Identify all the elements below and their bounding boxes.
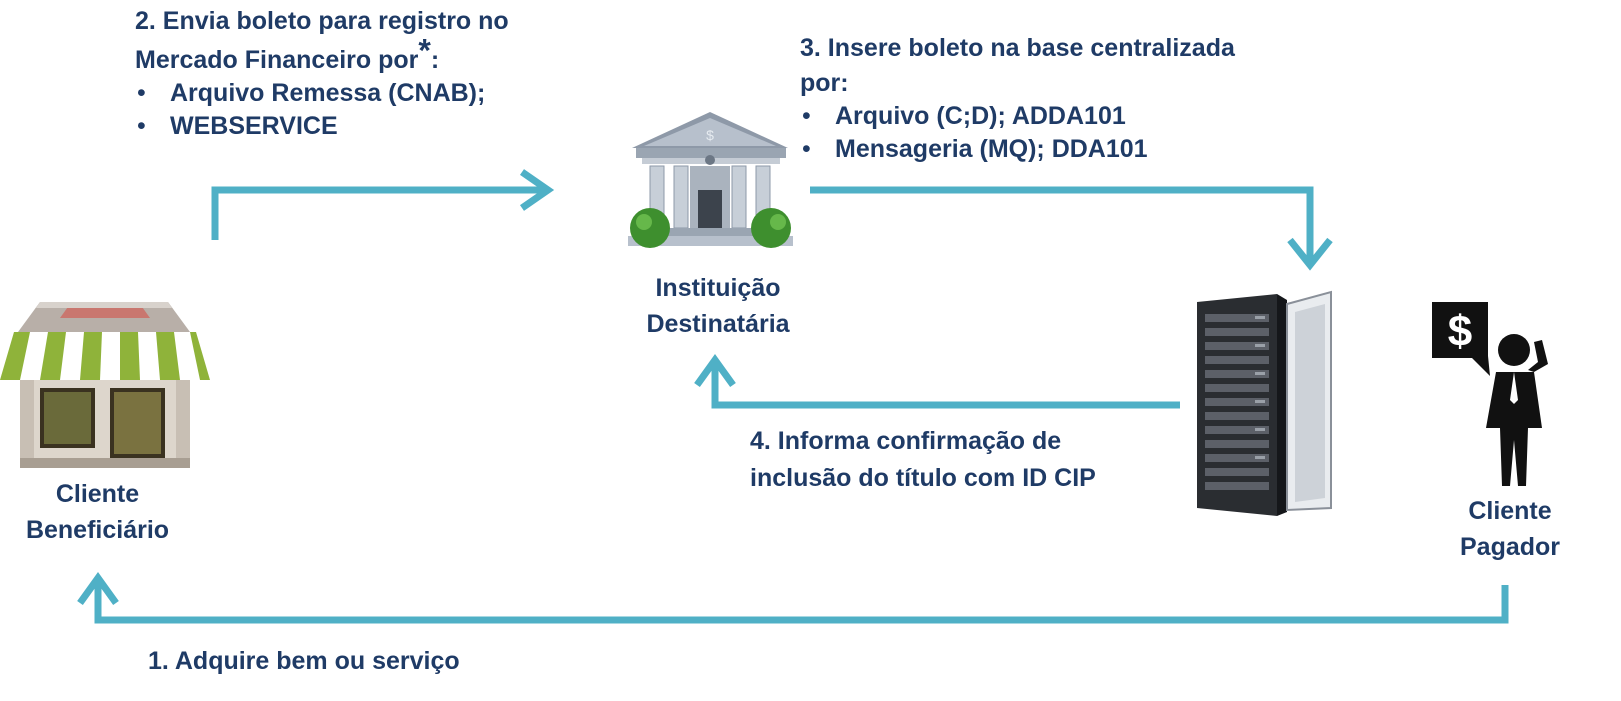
arrow-step-2-head <box>520 169 555 211</box>
step-3-line-2: por: <box>800 69 849 97</box>
step-3-bullet: Arquivo (C;D); ADDA101 <box>800 100 1235 133</box>
step-2-bullet: Arquivo Remessa (CNAB); <box>135 77 509 110</box>
step-2-line-2-text: Mercado Financeiro por <box>135 46 419 74</box>
step-2-line-2: Mercado Financeiro por*: <box>135 35 509 77</box>
store-icon <box>0 302 210 468</box>
arrow-step-1 <box>94 580 1509 624</box>
arrow-step-4-head <box>694 354 736 388</box>
step-4-line-1: 4. Informa confirmação de <box>750 427 1062 455</box>
step-1-title: 1. Adquire bem ou serviço <box>148 647 460 675</box>
step-2-bullets: Arquivo Remessa (CNAB); WEBSERVICE <box>135 77 509 143</box>
bank-icon: $ <box>628 112 793 248</box>
node-pagador-label: Cliente Pagador <box>1420 495 1600 564</box>
step-3-line-1: 3. Insere boleto na base centralizada <box>800 34 1235 62</box>
step-3-title: 3. Insere boleto na base centralizada po… <box>800 32 1235 166</box>
payer-person-icon: $ <box>1432 302 1548 486</box>
node-beneficiario-line-1: Cliente <box>55 480 140 508</box>
arrow-step-1-head <box>77 572 119 606</box>
step-4-line-2: inclusão do título com ID CIP <box>750 464 1096 492</box>
footnote-asterisk: * <box>418 32 431 69</box>
step-2-bullet: WEBSERVICE <box>135 110 509 143</box>
step-2-line-1: 2. Envia boleto para registro no <box>135 7 509 35</box>
arrow-step-3-head <box>1287 237 1333 271</box>
step-3-bullet: Mensageria (MQ); DDA101 <box>800 133 1235 166</box>
node-instituicao-line-2: Destinatária <box>646 310 790 338</box>
step-2-title: 2. Envia boleto para registro no Mercado… <box>135 5 509 143</box>
node-beneficiario-label: Cliente Beneficiário <box>0 478 195 547</box>
node-instituicao-label: Instituição Destinatária <box>618 272 818 341</box>
server-rack-icon <box>1197 290 1332 516</box>
step-2-colon: : <box>430 46 440 74</box>
arrow-step-2 <box>211 186 545 240</box>
node-instituicao-line-1: Instituição <box>655 274 781 302</box>
node-pagador-line-2: Pagador <box>1459 533 1561 561</box>
node-beneficiario-line-2: Beneficiário <box>25 516 170 544</box>
arrow-step-3 <box>810 186 1314 262</box>
payer-dollar-sign: $ <box>1448 307 1472 356</box>
step-4-title: 4. Informa confirmação de inclusão do tí… <box>750 425 1096 495</box>
arrow-step-4 <box>711 362 1180 409</box>
step-3-bullets: Arquivo (C;D); ADDA101 Mensageria (MQ); … <box>800 100 1235 166</box>
node-pagador-line-1: Cliente <box>1468 497 1552 525</box>
bank-sign: $ <box>706 127 714 143</box>
